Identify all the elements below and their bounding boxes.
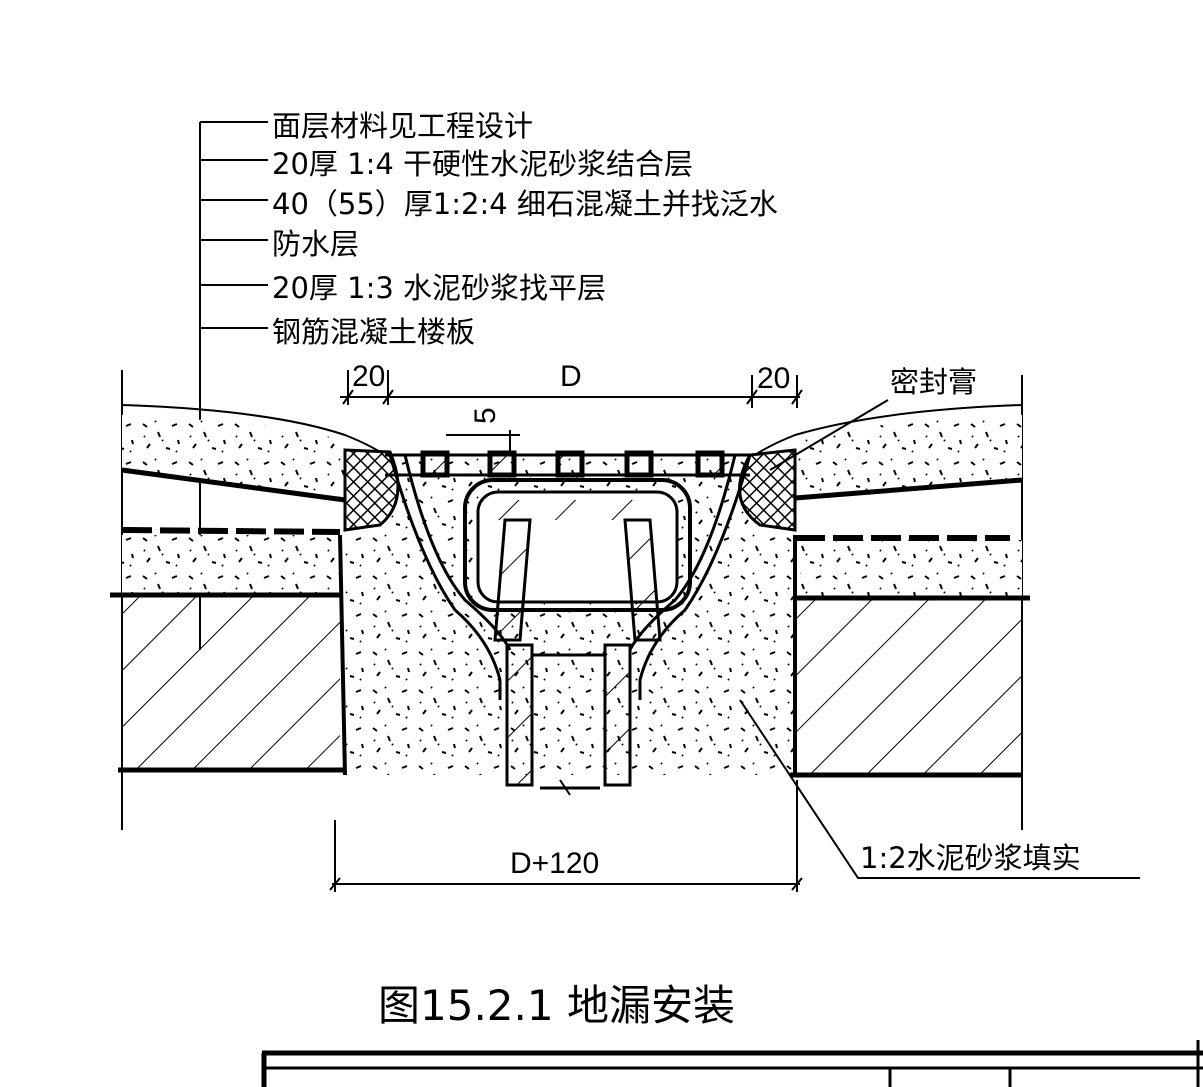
bottom-width-dim: D+120 — [510, 847, 599, 880]
fill-label: 1:2水泥砂浆填实 — [860, 841, 1081, 875]
sealant-label: 密封膏 — [890, 365, 977, 399]
mortar-fill — [345, 455, 795, 775]
layer-label-concrete: 40（55）厚1:2:4 细石混凝土并找泛水 — [272, 187, 778, 221]
drain-body — [388, 454, 752, 700]
grate-bar-dim: 5 — [469, 407, 502, 424]
layer-label-waterproof: 防水层 — [272, 227, 359, 261]
sealant-leader — [769, 399, 889, 471]
right-floor-section — [754, 404, 1030, 778]
layer-label-slab: 钢筋混凝土楼板 — [272, 315, 475, 349]
layer-label-finish: 面层材料见工程设计 — [272, 109, 533, 143]
bottom-dimension-line — [329, 780, 803, 892]
top-dimension-line — [340, 370, 803, 408]
left-floor-section — [110, 404, 386, 776]
layer-label-leveling: 20厚 1:3 水泥砂浆找平层 — [272, 271, 606, 305]
layer-label-bonding: 20厚 1:4 干硬性水泥砂浆结合层 — [272, 147, 693, 181]
right-gap-dim: 20 — [757, 362, 790, 395]
fill-leader — [739, 699, 1140, 879]
drain-grate — [385, 430, 750, 478]
drain-pipe — [505, 643, 632, 796]
left-gap-dim: 20 — [352, 360, 385, 393]
diameter-dim: D — [560, 360, 582, 393]
title-block — [261, 1040, 1203, 1087]
figure-caption: 图15.2.1 地漏安装 — [378, 981, 735, 1030]
